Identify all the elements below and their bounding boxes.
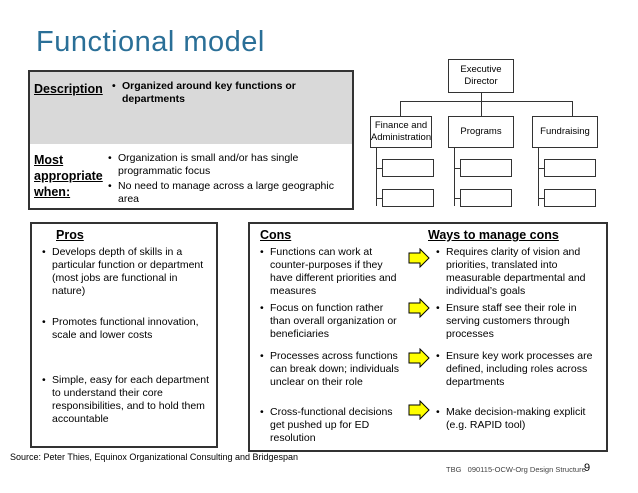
cons-box: Cons Ways to manage cons •Functions can … <box>248 222 608 452</box>
org-connector <box>538 198 544 199</box>
manage-heading: Ways to manage cons <box>428 228 559 242</box>
arrow-right-icon <box>408 298 430 318</box>
cons-bullet: •Cross-functional decisions get pushed u… <box>260 406 393 444</box>
slide-title: Functional model <box>36 26 265 58</box>
manage-bullet: •Make decision-making explicit (e.g. RAP… <box>436 406 586 431</box>
arrow-right-icon <box>408 400 430 420</box>
org-box-executive: Executive Director <box>448 59 514 93</box>
org-box-programs: Programs <box>448 116 514 148</box>
manage-bullet: •Requires clarity of vision and prioriti… <box>436 246 586 297</box>
org-connector <box>454 198 460 199</box>
org-connector <box>481 93 482 101</box>
org-connector <box>454 148 455 206</box>
org-box-fundraising: Fundraising <box>532 116 598 148</box>
org-connector <box>538 168 544 169</box>
manage-bullet: •Ensure key work processes are defined, … <box>436 350 593 388</box>
when-bullet: •No need to manage across a large geogra… <box>108 180 334 205</box>
org-sub-box <box>382 159 434 177</box>
org-sub-box <box>544 159 596 177</box>
description-band <box>30 72 352 144</box>
org-connector <box>376 168 382 169</box>
org-connector <box>376 198 382 199</box>
when-label: Most appropriate when: <box>34 153 103 199</box>
description-box: Description •Organized around key functi… <box>28 70 354 210</box>
pros-heading: Pros <box>56 228 84 242</box>
org-box-finance: Finance and Administration <box>370 116 432 148</box>
source-note: Source: Peter Thies, Equinox Organizatio… <box>10 452 299 462</box>
org-chart: Executive Director Finance and Administr… <box>360 55 600 215</box>
org-sub-box <box>460 159 512 177</box>
org-connector <box>400 101 572 102</box>
description-bullet: •Organized around key functions or depar… <box>112 80 296 105</box>
org-sub-box <box>460 189 512 207</box>
when-bullet: •Organization is small and/or has single… <box>108 152 299 177</box>
cons-bullet: •Functions can work at counter-purposes … <box>260 246 397 297</box>
org-connector <box>376 148 377 206</box>
org-connector <box>481 101 482 116</box>
pros-box: Pros •Develops depth of skills in a part… <box>30 222 218 448</box>
page-number: 9 <box>584 462 591 474</box>
org-sub-box <box>382 189 434 207</box>
cons-bullet: •Focus on function rather than overall o… <box>260 302 397 340</box>
arrow-right-icon <box>408 248 430 268</box>
pros-bullet: •Promotes functional innovation, scale a… <box>42 316 199 341</box>
footer-text: TBG 090115-OCW-Org Design Structure <box>446 465 586 474</box>
org-connector <box>538 148 539 206</box>
cons-bullet: •Processes across functions can break do… <box>260 350 399 388</box>
arrow-right-icon <box>408 348 430 368</box>
pros-bullet: •Simple, easy for each department to und… <box>42 374 209 425</box>
org-connector <box>572 101 573 116</box>
org-connector <box>400 101 401 116</box>
org-connector <box>454 168 460 169</box>
cons-heading: Cons <box>260 228 292 242</box>
manage-bullet: •Ensure staff see their role in serving … <box>436 302 577 340</box>
pros-bullet: •Develops depth of skills in a particula… <box>42 246 204 297</box>
org-sub-box <box>544 189 596 207</box>
description-label: Description <box>34 82 103 96</box>
